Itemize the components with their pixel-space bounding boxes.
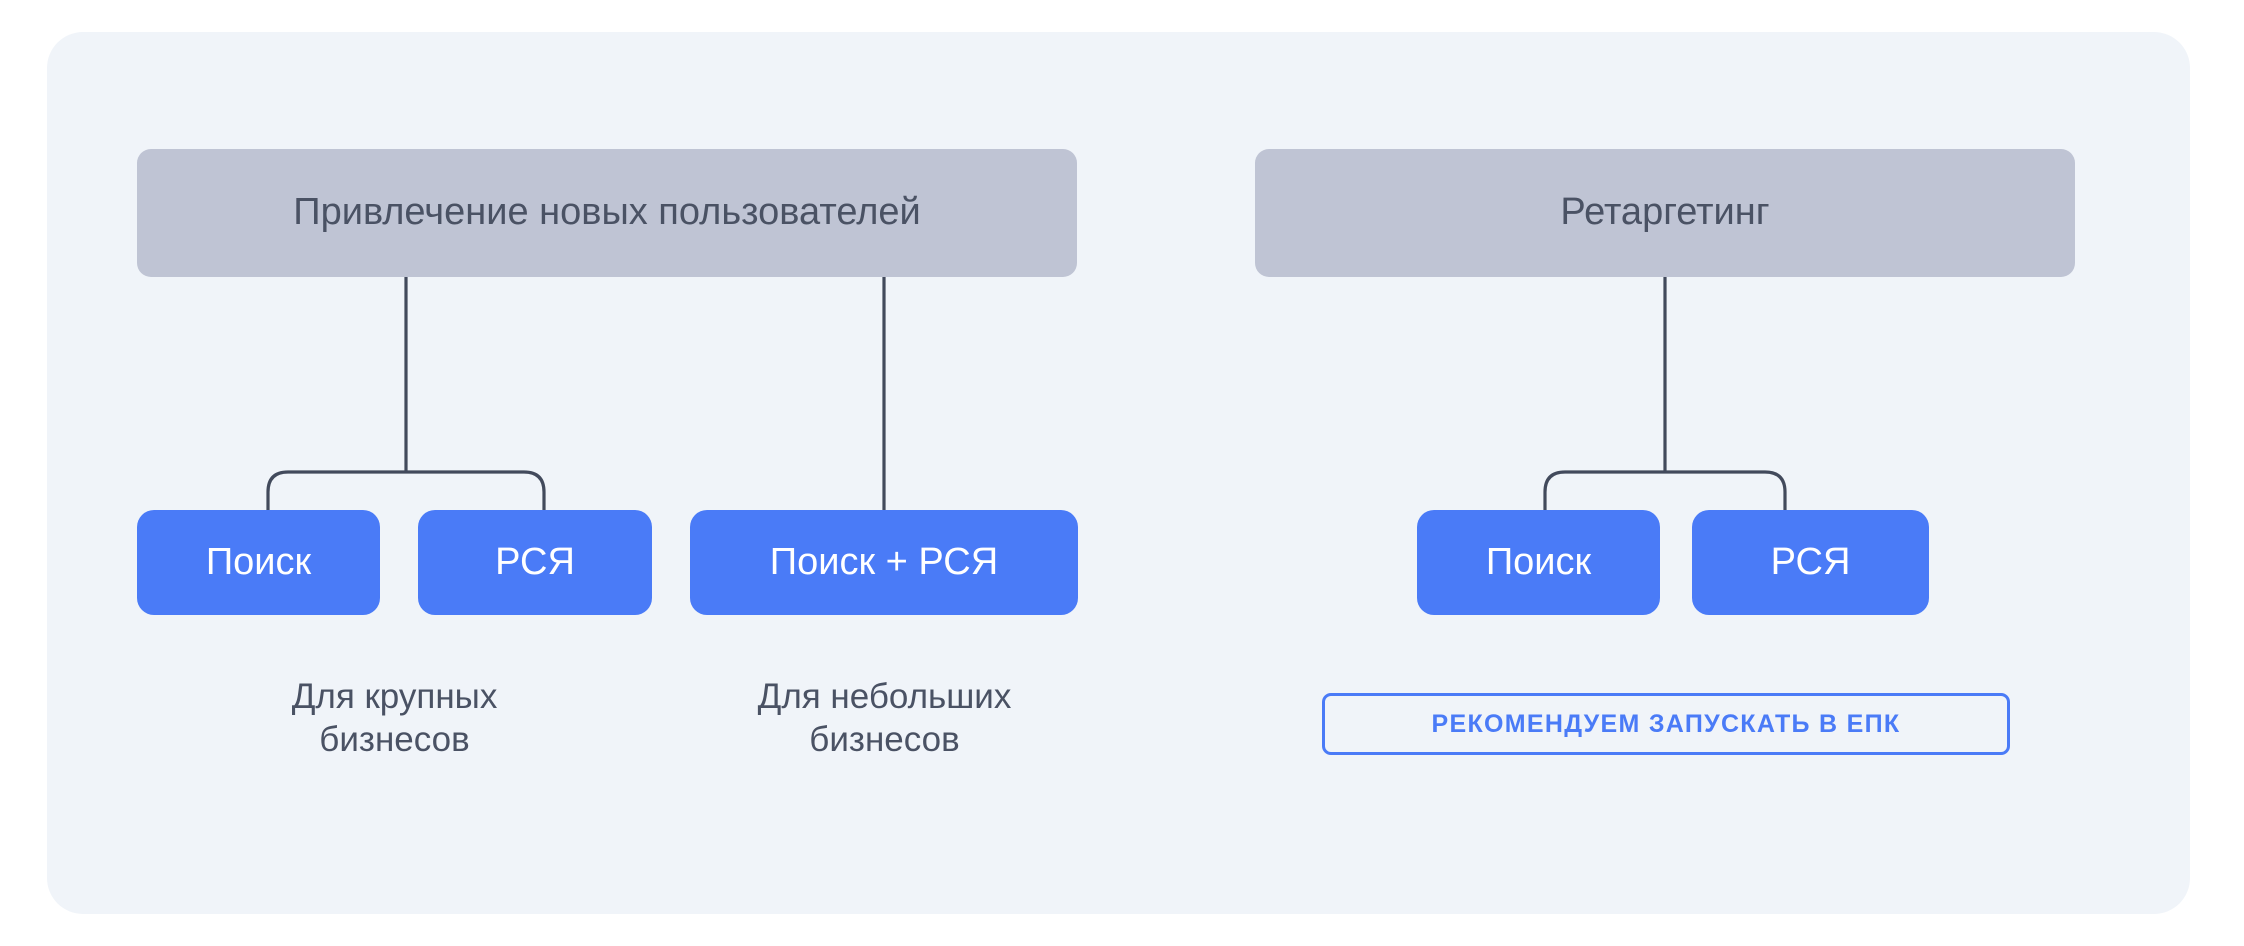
chip-new-users-rsya[interactable]: РСЯ [418, 510, 652, 615]
chip-label: РСЯ [1770, 540, 1851, 583]
chip-label: РСЯ [495, 540, 575, 583]
chip-retargeting-rsya[interactable]: РСЯ [1692, 510, 1929, 615]
chip-label: Поиск [205, 540, 312, 583]
chip-retargeting-search[interactable]: Поиск [1417, 510, 1660, 615]
chip-label: Поиск [1485, 540, 1592, 583]
caption-large-business: Для крупных бизнесов [291, 677, 498, 759]
chip-new-users-search-plus-rsya[interactable]: Поиск + РСЯ [690, 510, 1078, 615]
group-box-retargeting[interactable]: Ретаргетинг [1255, 149, 2075, 277]
group-box-new-users[interactable]: Привлечение новых пользователей [137, 149, 1077, 277]
chip-new-users-search[interactable]: Поиск [137, 510, 380, 615]
badge-recommend-epk[interactable]: РЕКОМЕНДУЕМ ЗАПУСКАТЬ В ЕПК [1322, 693, 2010, 755]
group-box-retargeting-label: Ретаргетинг [1560, 191, 1770, 234]
group-box-new-users-label: Привлечение новых пользователей [293, 191, 921, 234]
badge-label: РЕКОМЕНДУЕМ ЗАПУСКАТЬ В ЕПК [1431, 709, 1901, 738]
caption-small-business: Для небольших бизнесов [757, 677, 1012, 759]
chip-label: Поиск + РСЯ [769, 540, 999, 583]
